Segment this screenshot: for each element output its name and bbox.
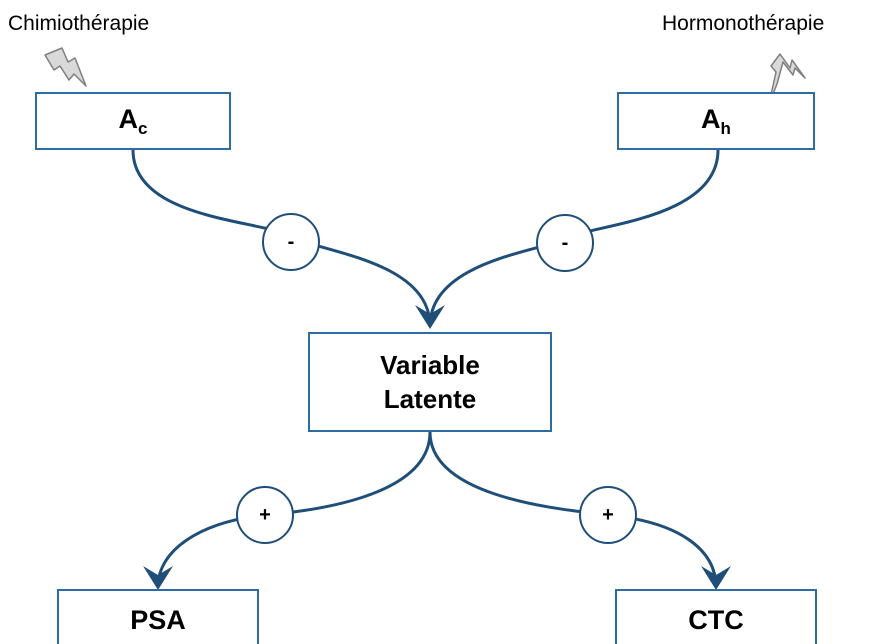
hormonotherapy-label: Hormonothérapie [662,12,825,35]
sign-latent-to-psa: + [236,486,294,544]
node-ah-sub: h [720,118,731,138]
node-ah-label: Ah [701,104,731,139]
node-ah: Ah [617,92,815,150]
sign-latent-to-ctc: + [579,486,637,544]
node-ac-label: Ac [119,104,148,139]
chemotherapy-label: Chimiothérapie [8,12,150,35]
node-psa: PSA [57,589,259,644]
sign-ac-to-latent: - [262,213,320,271]
node-ctc: CTC [615,589,817,644]
node-ac-main: A [118,103,139,134]
node-latent: Variable Latente [308,332,552,432]
node-latent-line2: Latente [383,384,477,414]
node-ac-sub: c [138,118,148,138]
node-ac: Ac [35,92,231,150]
node-latent-line1: Variable [380,350,480,380]
sign-ah-to-latent: - [536,214,594,272]
edge-latent-to-psa [143,431,432,590]
edge-latent-to-ctc [428,431,731,590]
node-psa-label: PSA [130,605,186,635]
lightning-chemo-icon [44,47,87,87]
node-ah-main: A [701,103,721,134]
node-ctc-label: CTC [688,605,744,635]
